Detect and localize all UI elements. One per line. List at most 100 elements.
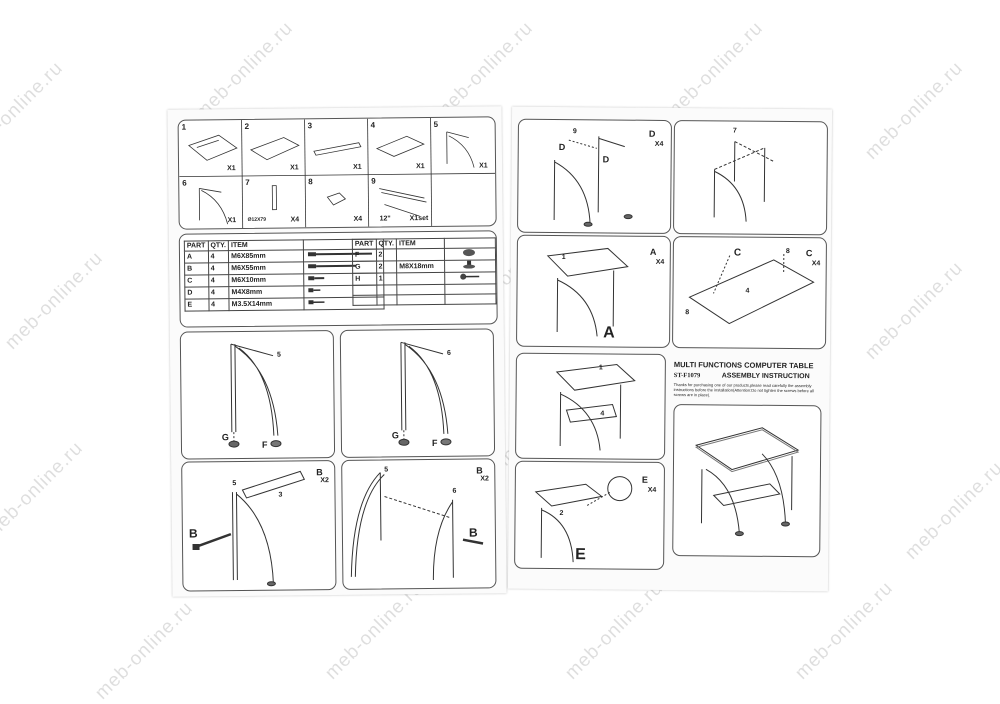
label-f: F <box>262 440 268 450</box>
step-2-panel: G F 6 <box>340 328 495 458</box>
label-8: 8 <box>685 309 689 316</box>
label-6: 6 <box>447 350 451 357</box>
label-6: 6 <box>452 488 456 495</box>
cover-panel: MULTI FUNCTIONS COMPUTER TABLE ST-F1079 … <box>668 354 824 577</box>
label-1: 1 <box>562 254 566 261</box>
step-3-panel: B 5 3 B X2 <box>181 460 336 592</box>
header-part: PART <box>184 241 208 251</box>
watermark-text: meb-online.ru <box>901 458 1000 565</box>
cell-part: A <box>184 251 208 263</box>
watermark-text: meb-online.ru <box>861 258 968 365</box>
callout-b-qty: X2 <box>480 475 489 482</box>
assembly-instruction-heading: ASSEMBLY INSTRUCTION <box>722 372 810 380</box>
model-number: ST-F1079 <box>674 372 701 379</box>
instruction-sheet-left: 1 X1 2 X1 3 X1 4 X1 5 X1 6 X1 7 Ø12X79 X… <box>167 106 506 596</box>
cell-part: B <box>185 263 209 275</box>
label-3: 3 <box>278 492 282 499</box>
part-qty-6: X1 <box>228 217 237 224</box>
cell-part: C <box>185 275 209 287</box>
foot-icon <box>444 260 495 273</box>
allen-key-icon <box>445 272 496 285</box>
watermark-text: meb-online.ru <box>91 598 198 704</box>
step-4-drawing <box>342 459 495 589</box>
label-5: 5 <box>384 466 388 473</box>
part-number-6: 6 <box>182 179 187 188</box>
cell-qty: 4 <box>208 263 229 275</box>
cell-item: M3.5X14mm <box>229 298 304 311</box>
callout-b: B <box>476 465 483 475</box>
part-qty-2: X1 <box>290 164 299 171</box>
part-qty-9: X1set <box>410 215 429 222</box>
watermark-text: meb-online.ru <box>0 58 68 165</box>
part-qty-8: X4 <box>354 216 363 223</box>
step-10-panel: 2 E E X4 <box>514 461 665 570</box>
cell-item: M6X85mm <box>229 250 304 263</box>
cell-qty: 1 <box>376 273 397 285</box>
callout-e: E <box>642 475 648 485</box>
step-7-panel: 1 A A X4 <box>516 235 671 348</box>
cell-qty: 2 <box>376 261 397 273</box>
step-5-panel: 9 D D D X4 <box>517 119 672 234</box>
cell-part: H <box>353 273 377 285</box>
callout-d-qty: X4 <box>655 141 664 148</box>
step-6-panel: 7 <box>673 120 828 235</box>
cell-qty: 4 <box>208 299 229 311</box>
step-9-panel: 1 4 <box>515 353 666 460</box>
part-qty-3: X1 <box>353 164 362 171</box>
finished-table-drawing <box>673 405 820 556</box>
cell-part: G <box>353 261 377 273</box>
part-number-8: 8 <box>308 177 313 186</box>
step-1-drawing <box>181 331 334 459</box>
part-size-9: 12" <box>380 215 391 222</box>
label-f: F <box>432 438 438 448</box>
instruction-sheet-right: 9 D D D X4 7 1 A A X4 <box>508 107 832 592</box>
cell-part: E <box>185 299 209 311</box>
watermark-text: meb-online.ru <box>1 248 108 355</box>
cell-qty: 4 <box>208 251 229 263</box>
header-item: ITEM <box>396 238 444 248</box>
cell-item <box>397 272 445 284</box>
callout-b: B <box>316 467 323 477</box>
header-qty: QTY. <box>376 239 397 249</box>
table-row <box>353 294 496 305</box>
cell-part: D <box>185 287 209 299</box>
part-number-1: 1 <box>182 123 187 132</box>
label-g: G <box>222 432 229 442</box>
step-1-panel: G F 5 <box>180 330 335 460</box>
cell-qty: 4 <box>208 287 229 299</box>
label-d: D <box>559 142 566 152</box>
label-4: 4 <box>745 288 749 295</box>
step-9-drawing <box>516 354 665 459</box>
label-8: 8 <box>786 248 790 255</box>
part-number-2: 2 <box>245 122 250 131</box>
step-7-drawing <box>517 236 670 347</box>
step-2-drawing <box>341 329 494 457</box>
label-b: B <box>189 526 198 540</box>
product-title: MULTI FUNCTIONS COMPUTER TABLE <box>674 360 814 370</box>
label-b: B <box>469 526 478 540</box>
cell-item: M8X18mm <box>397 260 445 272</box>
callout-c: C <box>806 248 813 258</box>
label-e: E <box>575 546 586 564</box>
label-2: 2 <box>560 510 564 517</box>
part-number-5: 5 <box>434 120 439 129</box>
header-qty: QTY. <box>208 241 229 251</box>
part-qty-1: X1 <box>227 165 236 172</box>
header-part: PART <box>352 239 376 249</box>
label-7: 7 <box>733 128 737 135</box>
cell-part: F <box>352 249 376 261</box>
watermark-text: meb-online.ru <box>861 58 968 165</box>
step-4-panel: 5 6 B B X2 <box>341 458 496 590</box>
cell-item <box>397 248 445 260</box>
label-d: D <box>603 154 610 164</box>
cell-qty: 2 <box>376 249 397 261</box>
watermark-text: meb-online.ru <box>0 438 88 545</box>
label-5: 5 <box>277 352 281 359</box>
cell-qty: 4 <box>208 275 229 287</box>
finished-table-illustration <box>672 404 821 557</box>
